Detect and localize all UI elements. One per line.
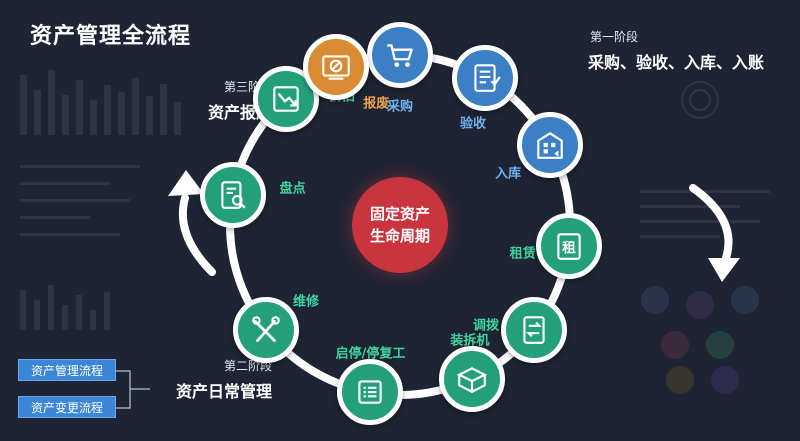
asset-management-flow-button[interactable]: 资产管理流程 [18,359,116,381]
node-pandian[interactable] [199,162,266,229]
box-icon [456,367,487,394]
stage-two-desc: 资产日常管理 [175,382,272,401]
node-ruku[interactable] [517,112,584,179]
node-label-qiting: 启停/停复工 [335,346,406,362]
node-zhuangchai[interactable] [438,346,505,413]
scrap-icon [322,55,351,81]
warehouse-icon [537,132,563,159]
center-lifecycle: 固定资产 生命周期 [352,177,448,273]
node-label-zhuangchai: 装拆机 [450,333,490,349]
stage-one-label: 第一阶段 [590,30,639,44]
node-label-zulin: 租赁 [509,246,536,262]
node-caigou[interactable] [367,22,433,88]
node-label-pandian: 盘点 [279,181,306,197]
node-weixiu[interactable] [233,296,300,363]
transfer-icon [523,315,545,344]
node-label-diaobo: 调拨 [472,318,499,334]
tools-icon [252,315,280,342]
node-label-ruku: 入库 [495,166,522,182]
stage-one: 第一阶段 采购、验收、入库、入账 [588,28,788,73]
page-title: 资产管理全流程 [30,24,192,49]
right-curved-arrow [689,184,740,282]
node-zulin[interactable]: 租 [535,212,602,279]
inspect-icon [220,181,246,210]
checklist-icon [474,63,501,92]
center-line-1: 固定资产 [369,205,430,223]
node-diaobo[interactable] [500,296,567,363]
asset-change-flow-button[interactable]: 资产变更流程 [18,396,116,418]
node-yanshou[interactable] [452,44,518,111]
button-bracket [116,370,150,409]
node-label-weixiu: 维修 [293,294,320,310]
stage-one-desc: 采购、验收、入库、入账 [588,53,765,72]
stage-two: 第二阶段 资产日常管理 [160,357,272,402]
node-label-yanshou: 验收 [459,116,487,132]
decline-icon [273,85,299,112]
svg-text:租: 租 [562,239,576,256]
node-label-baofei: 报废 [363,96,390,112]
node-qiting[interactable] [337,359,404,426]
cart-icon [387,44,413,67]
node-label-caigou: 采购 [386,99,414,115]
node-baofei[interactable] [303,34,370,101]
list-icon [358,380,383,405]
rent-icon: 租 [557,232,581,260]
center-line-2: 生命周期 [369,227,430,245]
left-curved-arrow [168,170,216,276]
